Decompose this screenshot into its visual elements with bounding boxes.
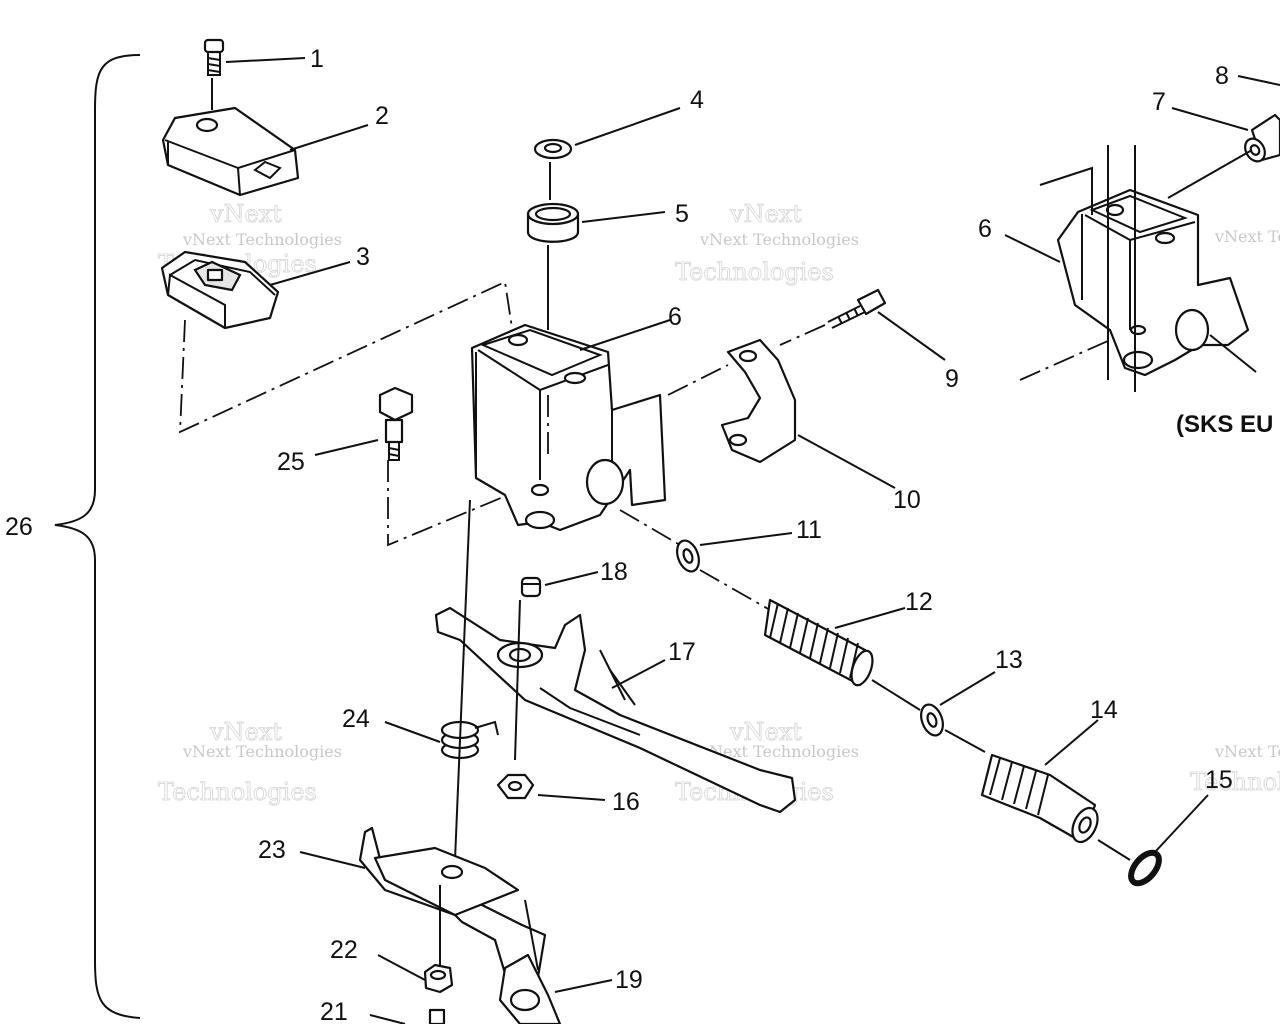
callout-14: 14 [1090, 696, 1118, 724]
washer-part-13 [920, 703, 944, 737]
clamp-bolt-part-9 [827, 288, 887, 329]
callout-19: 19 [615, 966, 643, 994]
washer-part-4 [533, 138, 573, 160]
callout-25: 25 [277, 448, 305, 476]
callout-12: 12 [905, 588, 933, 616]
reservoir-cover-part-2 [161, 106, 300, 197]
callout-18: 18 [600, 558, 628, 586]
callout-4: 4 [690, 86, 704, 114]
callout-7: 7 [1152, 88, 1166, 116]
watermark-text: vNext [729, 718, 802, 746]
plug-part-18 [520, 576, 542, 598]
brake-switch-part-19 [498, 953, 562, 1024]
callout-16: 16 [612, 788, 640, 816]
watermark-text: vNext Technologies [699, 742, 859, 761]
bushing-part-5 [526, 202, 580, 243]
callout-6: 6 [668, 303, 682, 331]
variant-master-cylinder-part-6 [1056, 188, 1250, 377]
screw-part-1 [203, 38, 225, 76]
lock-nut-part-16 [496, 773, 535, 800]
return-spring-part-24 [440, 720, 499, 760]
watermark-text: Technologies [1190, 768, 1280, 796]
screw-part-21 [428, 1008, 446, 1024]
watermark-text: vNext [209, 718, 282, 746]
pivot-bolt-part-25 [378, 386, 414, 461]
watermark-text: vNext Technologies [699, 230, 859, 249]
spring-part-12 [763, 598, 874, 687]
variant-fitting-part-7 [1244, 113, 1280, 163]
watermark-text: vNext Technologies [1214, 227, 1280, 246]
watermark-text: vNext Technologies [182, 742, 342, 761]
watermark-bottom-left: vNext vNext Technologies Technologies [158, 718, 342, 807]
callout-22: 22 [330, 936, 358, 964]
callout-8: 8 [1215, 62, 1229, 90]
handlebar-clamp-part-10 [720, 338, 797, 464]
callout-3: 3 [356, 243, 370, 271]
washer-part-11 [676, 539, 700, 573]
watermark-text: Technologies [158, 778, 317, 806]
callout-6-variant: 6 [978, 215, 992, 243]
diaphragm-part-3 [160, 250, 280, 330]
callout-26: 26 [5, 513, 33, 541]
o-ring-part-15 [1128, 849, 1162, 887]
watermark-text: vNext Technologies [182, 230, 342, 249]
nut-part-22 [423, 963, 454, 994]
watermark-text: Technologies [675, 258, 834, 286]
callout-5: 5 [675, 200, 689, 228]
brake-lever-part-17 [434, 606, 797, 814]
callout-24: 24 [342, 705, 370, 733]
watermark-text: vNext [729, 200, 802, 228]
callout-11: 11 [796, 516, 822, 544]
watermark-text: vNext Technologies [1214, 742, 1280, 761]
callout-21: 21 [320, 998, 348, 1024]
callout-1: 1 [310, 45, 324, 73]
callout-2: 2 [375, 102, 389, 130]
callout-17: 17 [668, 638, 696, 666]
master-cylinder-part-6 [470, 323, 667, 532]
watermark-text: vNext [209, 200, 282, 228]
watermark-right: vNext Technologies vNext Technologies Te… [1190, 227, 1280, 796]
callout-23: 23 [258, 836, 286, 864]
callout-10: 10 [893, 486, 921, 514]
callout-15: 15 [1205, 766, 1233, 794]
assembly-brace [54, 54, 141, 1019]
callout-13: 13 [995, 646, 1023, 674]
callout-9: 9 [945, 365, 959, 393]
variant-label: (SKS EU [1176, 411, 1273, 438]
watermark-top-center: vNext vNext Technologies Technologies [675, 200, 859, 287]
piston-part-14 [980, 753, 1099, 844]
